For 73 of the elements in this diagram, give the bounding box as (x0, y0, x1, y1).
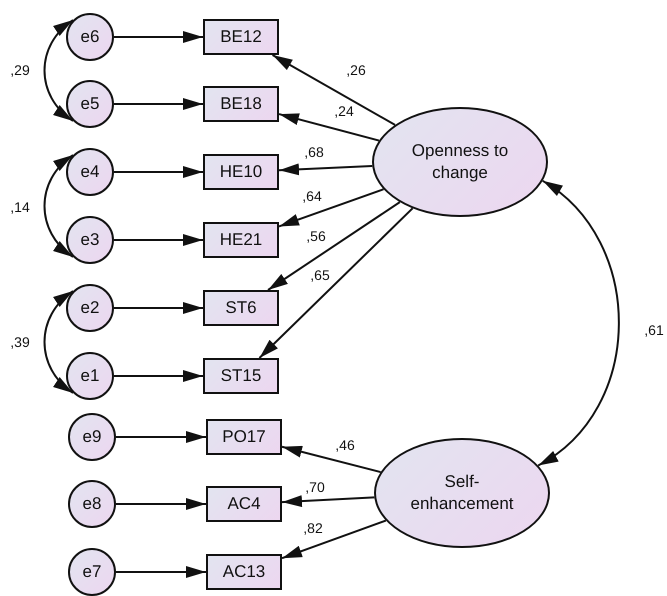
node-label: e6 (80, 26, 100, 48)
node-label: AC4 (227, 493, 261, 515)
error-circle (66, 284, 114, 332)
node-label: e4 (80, 161, 100, 183)
edge-label: ,29 (9, 62, 31, 78)
arrow (114, 31, 203, 43)
arrow (538, 180, 620, 466)
arrow (267, 201, 400, 291)
arrow (116, 498, 206, 510)
node-label: Self-enhancement (409, 471, 515, 515)
arrow (282, 495, 374, 508)
error-circle (66, 352, 114, 400)
variable-box (203, 154, 279, 190)
edge-label: ,61 (643, 322, 665, 338)
node-label: ST6 (225, 297, 257, 319)
arrow (114, 166, 203, 178)
arrow (114, 302, 203, 314)
node-label: BE18 (220, 93, 262, 115)
node-label: e1 (80, 365, 100, 387)
node-label: e9 (82, 426, 102, 448)
arrow (282, 446, 381, 474)
arrow (116, 566, 206, 578)
error-circle (66, 148, 114, 196)
error-circle (68, 413, 116, 461)
arrow (44, 19, 74, 122)
edge-label: ,26 (345, 62, 367, 78)
node-label: e8 (82, 493, 102, 515)
error-circle (66, 13, 114, 61)
edge-label: ,56 (305, 228, 327, 244)
node-label: Openness to change (410, 140, 510, 184)
node-label: BE12 (220, 26, 262, 48)
variable-box (203, 290, 279, 326)
arrow (114, 234, 203, 246)
node-label: e2 (80, 297, 100, 319)
node-label: HE21 (220, 229, 262, 251)
node-label: ST15 (220, 365, 262, 387)
arrow (258, 208, 414, 359)
node-label: AC13 (222, 561, 266, 583)
node-label: e7 (82, 561, 102, 583)
error-circle (66, 80, 114, 128)
edge-label: ,64 (301, 188, 323, 204)
variable-box (203, 86, 279, 122)
error-circle (68, 480, 116, 528)
edge-label: ,68 (303, 144, 325, 160)
variable-box (206, 419, 282, 455)
arrow (278, 163, 372, 176)
variable-box (206, 486, 282, 522)
node-label: e3 (80, 229, 100, 251)
edge-label: ,82 (302, 520, 324, 536)
edge-label: ,65 (309, 267, 331, 283)
edge-label: ,70 (304, 479, 326, 495)
error-circle (66, 216, 114, 264)
arrow (282, 520, 386, 560)
arrow (278, 113, 380, 142)
variable-box (203, 222, 279, 258)
error-circle (68, 548, 116, 596)
variable-box (206, 554, 282, 590)
edge-label: ,46 (334, 437, 356, 453)
arrow (114, 370, 203, 382)
arrow (278, 188, 384, 228)
edge-label: ,14 (9, 199, 31, 215)
arrow (116, 431, 206, 443)
arrow (44, 290, 74, 394)
node-label: e5 (80, 93, 100, 115)
edge-label: ,39 (9, 334, 31, 350)
node-label: PO17 (222, 426, 266, 448)
arrow (272, 54, 396, 126)
variable-box (203, 358, 279, 394)
variable-box (203, 19, 279, 55)
arrow (114, 98, 203, 110)
edge-label: ,24 (333, 103, 355, 119)
node-label: HE10 (220, 161, 262, 183)
arrow (44, 154, 74, 258)
